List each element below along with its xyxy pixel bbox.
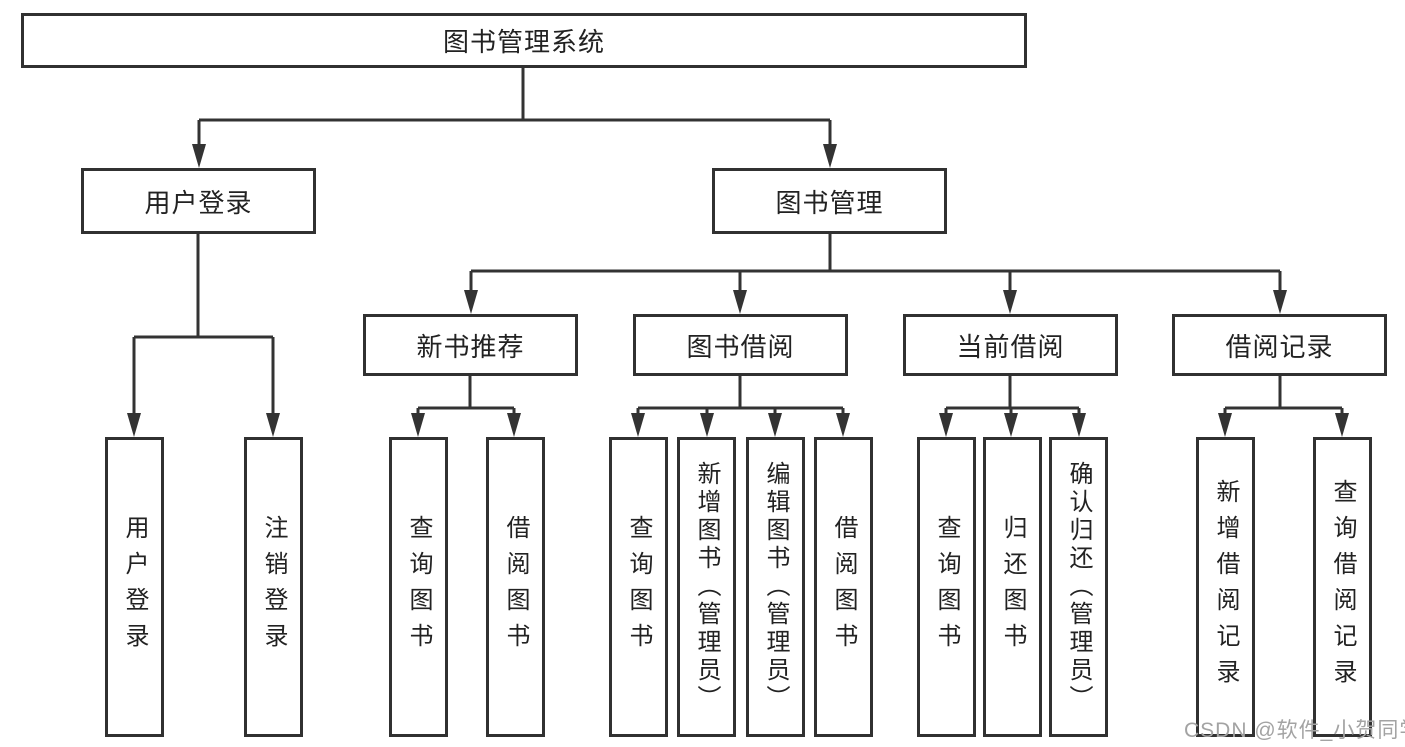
node-user-login-label: 用户登录 xyxy=(144,187,253,218)
leaf-nbr-borrow-books-label: 借阅图书 xyxy=(502,515,529,659)
connector-book-borrow-children xyxy=(631,376,850,437)
node-book-management: 图书管理 xyxy=(712,168,947,234)
leaf-bb-add-books-admin-label: 新增图书（管理员） xyxy=(693,461,720,713)
arrowhead xyxy=(700,413,714,437)
arrowhead xyxy=(192,144,206,168)
node-current-borrow: 当前借阅 xyxy=(903,314,1118,376)
leaf-cb-return-books-label: 归还图书 xyxy=(999,515,1026,659)
node-new-book-recommend: 新书推荐 xyxy=(363,314,578,376)
leaf-cb-confirm-return-admin-label: 确认归还（管理员） xyxy=(1065,461,1092,713)
node-book-borrow: 图书借阅 xyxy=(633,314,848,376)
connector-user-login-children xyxy=(127,234,280,437)
arrowhead xyxy=(411,413,425,437)
leaf-br-query-record-label: 查询借阅记录 xyxy=(1329,479,1356,695)
leaf-br-add-record-label: 新增借阅记录 xyxy=(1212,479,1239,695)
leaf-cb-confirm-return-admin: 确认归还（管理员） xyxy=(1049,437,1108,737)
leaf-bb-borrow-books-label: 借阅图书 xyxy=(830,515,857,659)
leaf-cb-query-books: 查询图书 xyxy=(917,437,976,737)
leaf-bb-edit-books-admin-label: 编辑图书（管理员） xyxy=(762,461,789,713)
arrowhead xyxy=(733,290,747,314)
arrowhead xyxy=(1072,413,1086,437)
arrowhead xyxy=(823,144,837,168)
leaf-br-add-record: 新增借阅记录 xyxy=(1196,437,1255,737)
arrowhead xyxy=(266,413,280,437)
leaf-user-login: 用户登录 xyxy=(105,437,164,737)
arrowhead xyxy=(768,413,782,437)
arrowhead xyxy=(127,413,141,437)
leaf-cb-query-books-label: 查询图书 xyxy=(933,515,960,659)
arrowhead xyxy=(1218,413,1232,437)
leaf-bb-edit-books-admin: 编辑图书（管理员） xyxy=(746,437,805,737)
leaf-bb-add-books-admin: 新增图书（管理员） xyxy=(677,437,736,737)
leaf-bb-query-books-label: 查询图书 xyxy=(625,515,652,659)
arrowhead xyxy=(1004,413,1018,437)
node-book-management-label: 图书管理 xyxy=(775,187,884,218)
leaf-cb-return-books: 归还图书 xyxy=(983,437,1042,737)
leaf-user-login-label: 用户登录 xyxy=(121,515,148,659)
connector-new-book-recommend-children xyxy=(411,376,521,437)
arrowhead xyxy=(1003,290,1017,314)
arrowhead xyxy=(631,413,645,437)
csdn-watermark: CSDN @软件_小贺同学 xyxy=(1184,719,1405,742)
connector-borrow-records-children xyxy=(1218,376,1349,437)
node-root-label: 图书管理系统 xyxy=(442,27,605,57)
node-book-borrow-label: 图书借阅 xyxy=(686,331,795,362)
leaf-nbr-borrow-books: 借阅图书 xyxy=(486,437,545,737)
arrowhead xyxy=(939,413,953,437)
connector-current-borrow-children xyxy=(939,376,1086,437)
node-root: 图书管理系统 xyxy=(21,13,1027,68)
leaf-logout: 注销登录 xyxy=(244,437,303,737)
arrowhead xyxy=(464,290,478,314)
leaf-bb-query-books: 查询图书 xyxy=(609,437,668,737)
node-user-login: 用户登录 xyxy=(81,168,316,234)
leaf-br-query-record: 查询借阅记录 xyxy=(1313,437,1372,737)
node-new-book-recommend-label: 新书推荐 xyxy=(416,331,525,362)
leaf-logout-label: 注销登录 xyxy=(260,515,287,659)
arrowhead xyxy=(1273,290,1287,314)
leaf-bb-borrow-books: 借阅图书 xyxy=(814,437,873,737)
node-current-borrow-label: 当前借阅 xyxy=(956,331,1065,362)
connector-root-to-level2 xyxy=(192,68,837,168)
arrowhead xyxy=(1335,413,1349,437)
arrowhead xyxy=(836,413,850,437)
node-borrow-records: 借阅记录 xyxy=(1172,314,1387,376)
connector-book-management-children xyxy=(464,234,1287,314)
arrowhead xyxy=(507,413,521,437)
node-borrow-records-label: 借阅记录 xyxy=(1225,331,1334,362)
leaf-nbr-query-books-label: 查询图书 xyxy=(405,515,432,659)
leaf-nbr-query-books: 查询图书 xyxy=(389,437,448,737)
